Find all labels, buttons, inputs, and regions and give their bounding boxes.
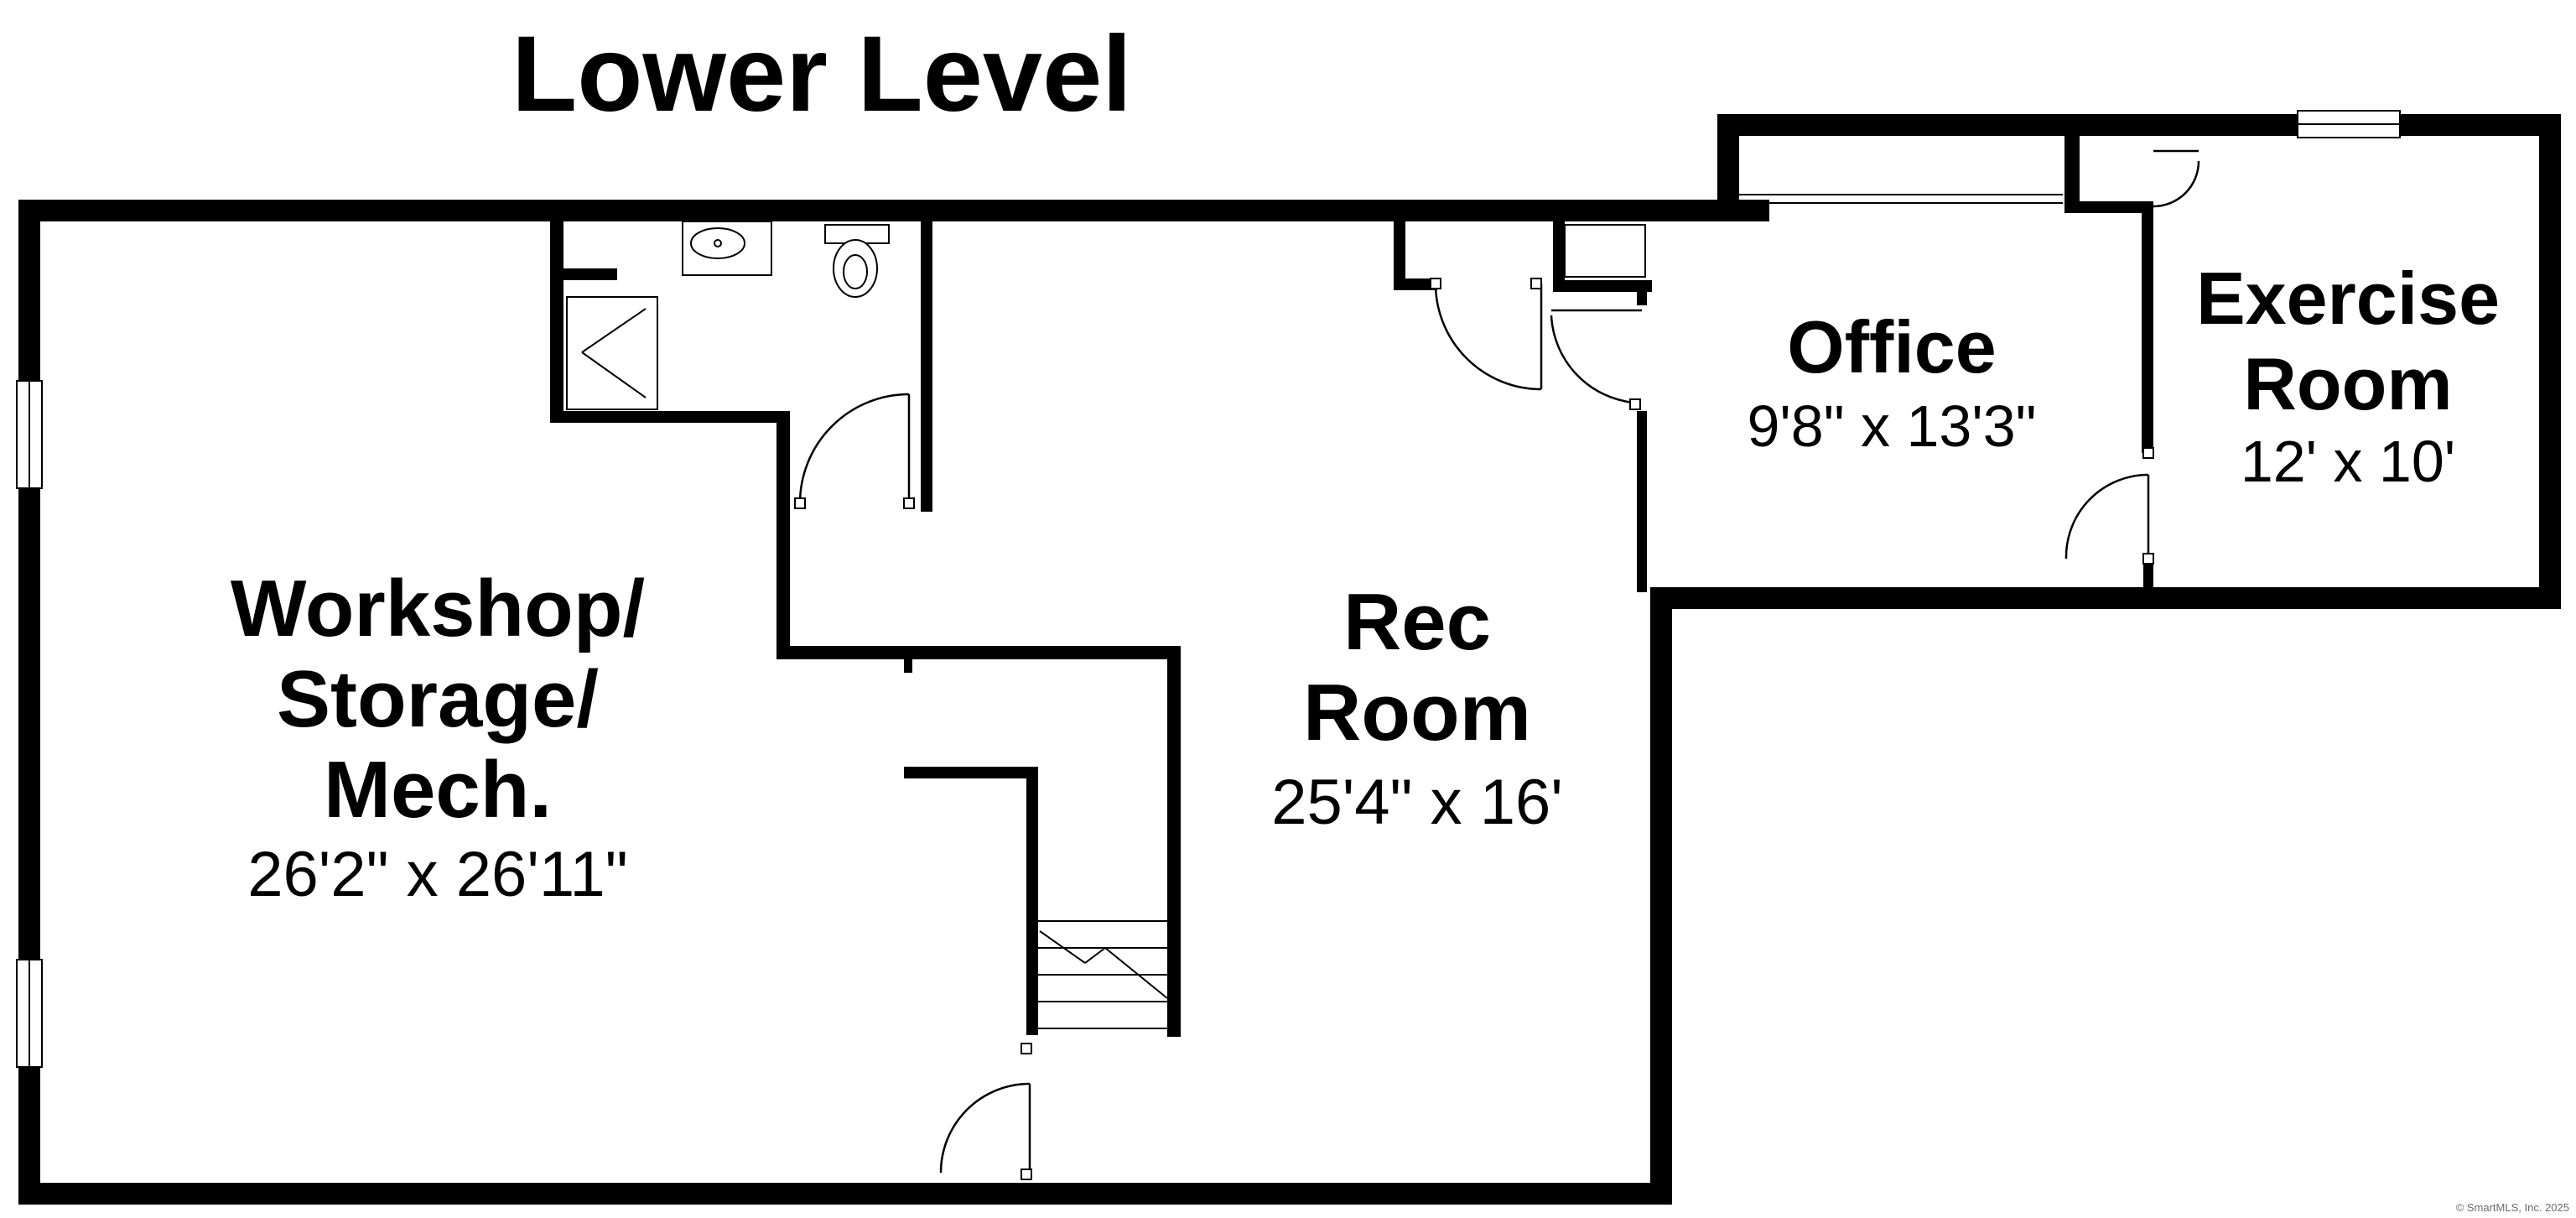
door-closet — [1430, 278, 1543, 391]
office-name: Office — [1787, 305, 1996, 388]
room-label-workshop: Workshop/ Storage/ Mech. 26'2" x 26'11" — [231, 564, 645, 910]
office-dimensions: 9'8" x 13'3" — [1748, 393, 2037, 459]
door-exercise — [2064, 447, 2154, 565]
windows — [16, 110, 2401, 1068]
exterior-walls — [18, 114, 2561, 1205]
rec-room-name-line1: Rec — [1343, 577, 1491, 667]
interior-walls — [550, 136, 2153, 1037]
workshop-name-line1: Workshop/ — [231, 564, 645, 653]
door-office — [1550, 309, 1642, 410]
copyright-text: © SmartMLS, Inc. 2025 — [2456, 1201, 2569, 1214]
staircase — [1038, 920, 1168, 1029]
exercise-room-name-line2: Room — [2243, 342, 2452, 425]
door-exterior-bottom — [939, 1043, 1032, 1180]
workshop-name-line2: Storage/ — [277, 654, 599, 744]
shower — [566, 296, 658, 410]
door-bath — [794, 393, 915, 509]
workshop-name-line3: Mech. — [324, 745, 552, 835]
rec-room-name-line2: Room — [1303, 668, 1531, 757]
rec-room-dimensions: 25'4" x 16' — [1271, 767, 1563, 838]
exercise-room-name-line1: Exercise — [2196, 257, 2500, 340]
door-exercise-closet — [2153, 149, 2200, 208]
bath-fixtures — [566, 221, 1646, 410]
doors — [794, 149, 2200, 1180]
room-label-office: Office 9'8" x 13'3" — [1748, 305, 2037, 459]
workshop-dimensions: 26'2" x 26'11" — [247, 839, 627, 910]
exercise-room-dimensions: 12' x 10' — [2241, 429, 2455, 494]
plan-title: Lower Level — [512, 14, 1132, 134]
room-label-exercise-room: Exercise Room 12' x 10' — [2196, 257, 2500, 494]
office-counter — [1739, 194, 2063, 204]
room-label-rec-room: Rec Room 25'4" x 16' — [1271, 577, 1563, 838]
